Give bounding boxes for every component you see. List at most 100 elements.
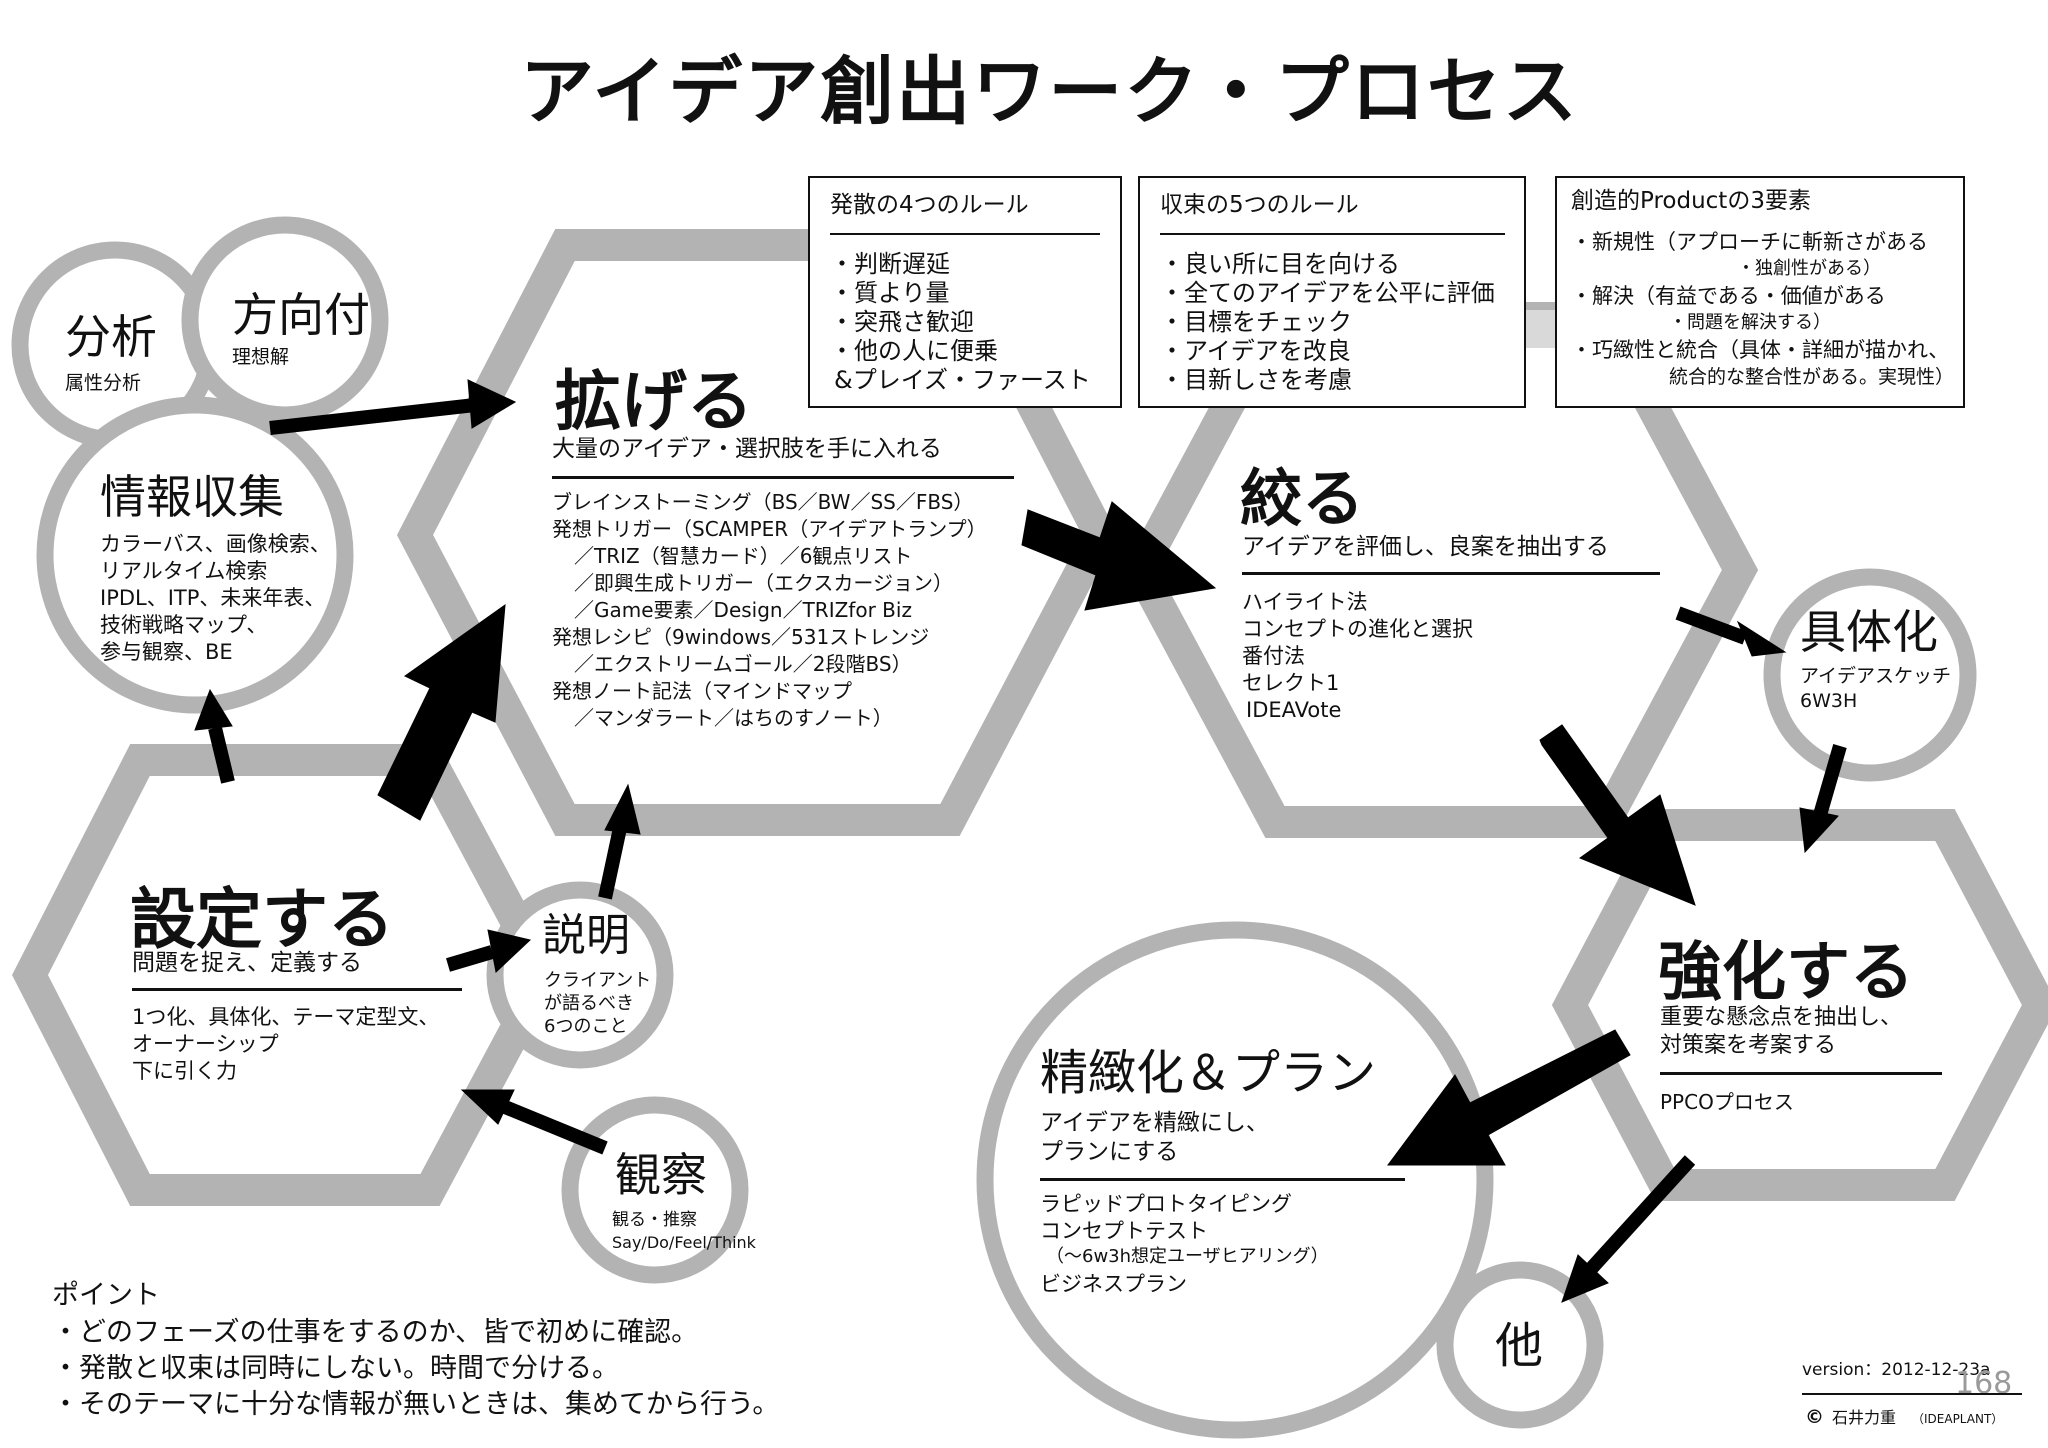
arrow-gutaika-to-kyouka-shaft: [1813, 744, 1847, 817]
circle-gutaika: [1763, 568, 1977, 782]
circle-gutaika-line: アイデアスケッチ: [1800, 665, 1952, 687]
circle-kansatsu: [561, 1096, 749, 1284]
footer-divider: [1802, 1393, 2022, 1395]
rules-box-line: ・全てのアイデアを公平に評価: [1160, 279, 1495, 307]
hex-hirogeru-line: 発想レシピ（9windows／531ストレンジ: [552, 625, 930, 649]
circle-houkou-sub: 理想解: [232, 346, 290, 368]
hex-kyouka-divider: [1660, 1072, 1942, 1075]
arrow-houkou-to-hirogeru-shaft: [269, 398, 476, 435]
hex-hirogeru-line: ／マンダラート／はちのすノート）: [574, 706, 893, 730]
circle-bunseki-sub: 属性分析: [65, 372, 142, 394]
rules-box-line: ・他の人に便乗: [830, 337, 998, 365]
arrow-houkou-to-hirogeru-head: [467, 379, 517, 429]
hex-kyouka-title: 強化する: [1658, 935, 1914, 1010]
arrow-shiboru-to-kyouka: [1539, 724, 1696, 906]
rules-box-heading: 発散の4つのルール: [830, 192, 1029, 218]
arrow-shiboru-to-gutaika-head: [1736, 620, 1787, 657]
circle-jouhou-line: リアルタイム検索: [100, 559, 268, 583]
hex-hirogeru-line: ／即興生成トリガー（エクスカージョン）: [574, 571, 953, 595]
arrow-kyouka-to-hoka-shaft: [1584, 1155, 1696, 1275]
rules-box-line: ・判断遅延: [830, 250, 950, 278]
rules-box-line: ・良い所に目を向ける: [1160, 250, 1400, 278]
circle-setsumei-line: が語るべき: [544, 993, 634, 1014]
version-label: version：2012-12-23a: [1802, 1360, 1991, 1380]
circle-jouhou-title: 情報収集: [100, 470, 284, 524]
circle-setsumei-line: クライアント: [544, 970, 652, 991]
arrow-setsumei-to-hirogeru-shaft: [598, 826, 627, 900]
hex-settei-title: 設定する: [130, 880, 394, 958]
circle-seichi-line: ラピッドプロトタイピング: [1040, 1192, 1292, 1216]
arrow-setsumei-to-hirogeru-head: [604, 783, 641, 835]
rules-box-heading: 創造的Productの3要素: [1571, 188, 1811, 214]
rules-box-line: ・目新しさを考慮: [1160, 366, 1352, 394]
rules-box-line: ・問題を解決する）: [1669, 312, 1831, 333]
hex-shiboru-divider: [1242, 572, 1660, 575]
hex-hirogeru-line: ／TRIZ（智慧カード）／6観点リスト: [574, 544, 913, 568]
author-org: （IDEAPLANT）: [1912, 1412, 2004, 1426]
hex-hirogeru-title: 拡げる: [555, 362, 753, 440]
hex-shiboru-line: 番付法: [1242, 644, 1305, 668]
hex-hirogeru-line: 発想ノート記法（マインドマップ: [552, 679, 852, 703]
rules-box-line: &プレイズ・ファースト: [834, 366, 1091, 394]
arrow-settei-to-jouhou-head: [194, 688, 233, 731]
hex-hirogeru-subtitle: 大量のアイデア・選択肢を手に入れる: [552, 436, 942, 462]
arrow-shiboru-to-gutaika-shaft: [1675, 606, 1748, 645]
arrow-settei-to-jouhou-shaft: [208, 726, 235, 784]
points-line: ・どのフェーズの仕事をするのか、皆で初めに確認。: [52, 1317, 699, 1348]
hexagon-hirogeru: [396, 229, 1119, 836]
rules-box-heading: 収束の5つのルール: [1160, 192, 1359, 218]
circle-jouhou-line: カラーバス、画像検索、: [100, 532, 331, 556]
points-heading: ポイント: [52, 1280, 160, 1311]
circle-seichi-line: ビジネスプラン: [1040, 1272, 1187, 1296]
page-title: アイデア創出ワーク・プロセス: [520, 49, 1579, 135]
circle-setsumei-line: 6つのこと: [544, 1016, 628, 1037]
arrow-gutaika-to-kyouka-head: [1799, 807, 1839, 854]
rules-box-line: ・目標をチェック: [1160, 308, 1352, 336]
circle-kansatsu-title: 観察: [615, 1148, 707, 1202]
hex-kyouka-line: PPCOプロセス: [1660, 1090, 1794, 1114]
circle-seichi-title: 精緻化＆プラン: [1040, 1045, 1377, 1101]
hex-kyouka-subtitle: 重要な懸念点を抽出し、: [1660, 1005, 1903, 1030]
arrow-kansatsu-to-settei-shaft: [502, 1100, 608, 1155]
arrow-kansatsu-to-settei-head: [460, 1089, 515, 1125]
hex-settei-line: オーナーシップ: [132, 1032, 279, 1056]
rules-box-line: ・巧緻性と統合（具体・詳細が描かれ、: [1571, 338, 1950, 362]
circle-gutaika-line: 6W3H: [1800, 690, 1858, 712]
hex-shiboru-title: 絞る: [1240, 462, 1365, 535]
points-line: ・そのテーマに十分な情報が無いときは、集めてから行う。: [52, 1389, 780, 1420]
circle-gutaika-title: 具体化: [1800, 605, 1938, 659]
hex-shiboru-line: ハイライト法: [1242, 590, 1368, 614]
arrow-kyouka-to-seichi: [1387, 1029, 1631, 1166]
circle-seichi-subtitle: プランにする: [1040, 1139, 1179, 1165]
hex-shiboru-subtitle: アイデアを評価し、良案を抽出する: [1242, 534, 1609, 560]
circle-jouhou: [36, 396, 354, 714]
hex-settei-line: 下に引く力: [132, 1059, 237, 1083]
rules-box-line: ・独創性がある）: [1737, 258, 1881, 279]
circle-kansatsu-line: Say/Do/Feel/Think: [612, 1233, 756, 1252]
page-number: 168: [1955, 1366, 2013, 1401]
circle-seichi-divider: [1040, 1178, 1405, 1181]
hex-settei-line: 1つ化、具体化、テーマ定型文、: [132, 1005, 440, 1029]
rules-box-creative-product: 創造的Productの3要素 ・新規性（アプローチに斬新さがある ・独創性がある…: [1555, 176, 1965, 408]
circle-jouhou-line: IPDL、ITP、未来年表、: [100, 586, 326, 610]
rules-box-line: ・解決（有益である・価値がある: [1571, 284, 1886, 308]
circle-seichi-line: （～6w3h想定ユーザヒアリング）: [1046, 1246, 1329, 1267]
rules-box-line: ・アイデアを改良: [1160, 337, 1351, 365]
circle-jouhou-line: 参与観察、BE: [100, 640, 233, 664]
circle-seichi-line: コンセプトテスト: [1040, 1219, 1208, 1243]
arrow-settei-to-setsumei-head: [487, 929, 532, 973]
arrow-settei-to-setsumei-shaft: [446, 945, 494, 972]
circle-jouhou-line: 技術戦略マップ、: [100, 613, 268, 637]
arrow-hirogeru-to-shiboru: [1021, 501, 1217, 611]
copyright-symbol: ©: [1805, 1406, 1824, 1428]
rules-box-line: 統合的な整合性がある。実現性）: [1669, 366, 1955, 388]
rules-box-line: ・質より量: [830, 279, 950, 307]
circle-hoka-title: 他: [1495, 1318, 1544, 1374]
circle-houkou: [181, 216, 389, 424]
circle-kansatsu-line: 観る・推察: [612, 1210, 697, 1230]
points-line: ・発散と収束は同時にしない。時間で分ける。: [52, 1353, 619, 1384]
circle-setsumei-title: 説明: [542, 910, 630, 961]
author-name: 石井力重: [1832, 1408, 1897, 1427]
rules-box-line: ・突飛さ歓迎: [830, 308, 974, 336]
circle-seichi-subtitle: アイデアを精緻にし、: [1040, 1110, 1269, 1136]
